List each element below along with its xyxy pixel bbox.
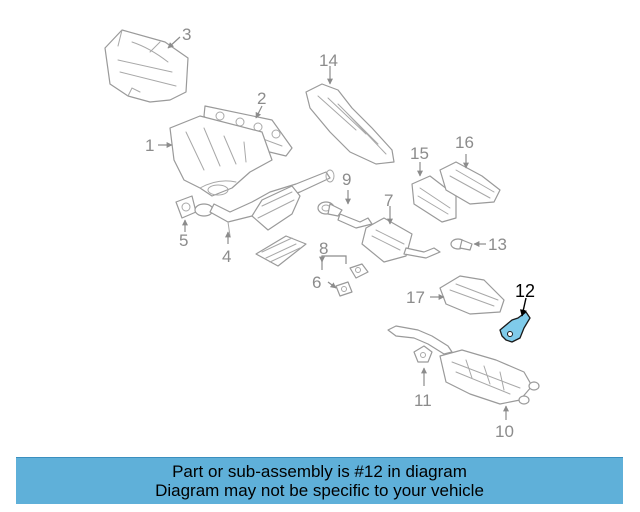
- part-11-hanger: 11: [413, 345, 433, 410]
- callout-15: 15: [410, 144, 429, 163]
- callout-2: 2: [257, 89, 266, 108]
- part-17-heat-shield: 17: [406, 275, 505, 315]
- part-15-shield: 15: [410, 144, 457, 223]
- part-8-hanger: 8: [319, 239, 369, 297]
- part-5-flange-gasket: 5: [175, 195, 197, 250]
- callout-11: 11: [414, 391, 432, 410]
- callout-4: 4: [222, 247, 231, 266]
- callout-7: 7: [384, 191, 393, 210]
- callout-6: 6: [312, 273, 321, 292]
- callout-3: 3: [182, 25, 191, 44]
- part-9-clamp: 9: [317, 170, 351, 217]
- callout-14: 14: [319, 51, 338, 70]
- part-3-engine-cover: 3: [104, 25, 191, 103]
- callout-16: 16: [455, 133, 474, 152]
- caption-bar: Part or sub-assembly is #12 in diagram D…: [16, 457, 623, 504]
- callout-5: 5: [179, 231, 188, 250]
- callout-9: 9: [342, 170, 351, 189]
- part-12-hanger-bracket-highlighted: 12: [499, 281, 535, 343]
- caption-line-2: Diagram may not be specific to your vehi…: [155, 481, 484, 500]
- callout-12: 12: [515, 281, 535, 301]
- part-14-heat-shield: 14: [305, 51, 395, 165]
- caption-line-1: Part or sub-assembly is #12 in diagram: [172, 462, 467, 481]
- part-16-shield: 16: [439, 133, 501, 205]
- callout-1: 1: [145, 136, 154, 155]
- part-4-front-pipe-catalytic-converter: 4: [194, 169, 335, 266]
- part-6-hanger: 6: [312, 273, 337, 292]
- part-1-exhaust-manifold: 1: [145, 115, 273, 197]
- part-13-clamp: 13: [450, 235, 507, 254]
- callout-17: 17: [406, 288, 425, 307]
- parts-diagram: 3 2 1 5 4: [104, 25, 540, 441]
- callout-13: 13: [488, 235, 507, 254]
- callout-10: 10: [495, 422, 514, 441]
- part-7-center-pipe-resonator: 7: [337, 191, 441, 263]
- converter-heat-shield: [255, 235, 307, 267]
- callout-8: 8: [319, 239, 328, 258]
- part-10-muffler: 10: [387, 325, 540, 441]
